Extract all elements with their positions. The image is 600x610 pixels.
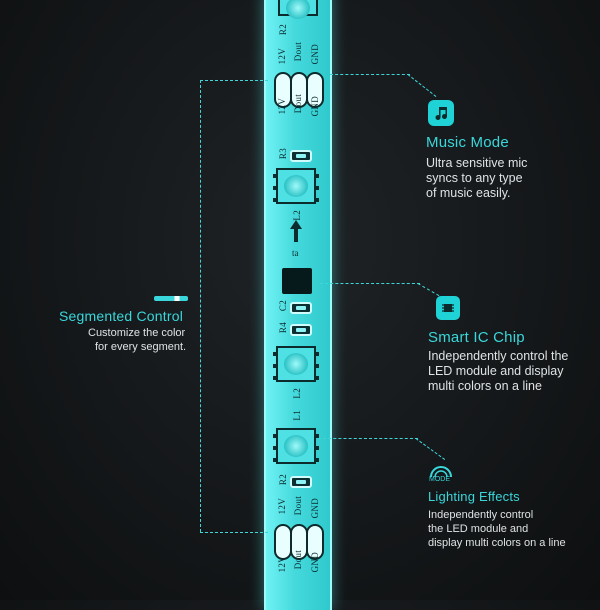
ic-chip-desc-1: Independently control the xyxy=(428,349,569,363)
led-strip: R2 12V Dout GND 12V Dout GND R3 L2 ta C2… xyxy=(264,0,332,610)
resistor-r2 xyxy=(290,476,312,488)
label-dout-mid: Dout xyxy=(293,94,303,114)
segment-bar-icon xyxy=(154,296,188,301)
segment-bracket-top xyxy=(200,80,268,81)
solder-pad-gnd-bottom xyxy=(306,524,324,560)
label-gnd-bottom: GND xyxy=(310,552,320,573)
label-dout-low: Dout xyxy=(293,496,303,516)
music-mode-desc-2: syncs to any type xyxy=(426,171,523,185)
chip-icon xyxy=(436,296,460,320)
resistor-r3 xyxy=(290,150,312,162)
ic-chip-title: Smart IC Chip xyxy=(428,329,525,346)
lighting-effects-desc-2: the LED module and xyxy=(428,523,529,535)
label-12v-low: 12V xyxy=(277,498,287,515)
label-ta: ta xyxy=(292,248,299,258)
label-12v-bottom: 12V xyxy=(277,556,287,573)
resistor-r4 xyxy=(290,324,312,336)
music-connector-h xyxy=(330,74,410,75)
led-module-2 xyxy=(276,346,316,382)
label-12v-mid: 12V xyxy=(277,98,287,115)
capacitor-c2 xyxy=(290,302,312,314)
label-r3: R3 xyxy=(278,148,288,160)
lighting-effects-desc-3: display multi colors on a line xyxy=(428,537,566,549)
arrow-head-icon xyxy=(290,220,302,229)
label-r2-top: R2 xyxy=(278,24,288,36)
lighting-connector-h xyxy=(318,438,418,439)
ic-chip xyxy=(282,268,312,294)
led-module-3 xyxy=(276,428,316,464)
segmented-control-desc-1: Customize the color xyxy=(88,327,186,339)
label-gnd-top: GND xyxy=(310,44,320,65)
label-r2-bottom: R2 xyxy=(278,474,288,486)
label-dout-top: Dout xyxy=(293,42,303,62)
label-r4: R4 xyxy=(278,322,288,334)
music-mode-desc-3: of music easily. xyxy=(426,186,511,200)
lighting-connector-diag xyxy=(415,438,446,460)
segmented-control-title: Segmented Control xyxy=(59,308,184,324)
segment-bracket-side xyxy=(200,80,201,532)
label-gnd-mid: GND xyxy=(310,96,320,117)
arrow-up-icon xyxy=(294,228,298,242)
label-12v-top: 12V xyxy=(277,48,287,65)
label-dout-bottom: Dout xyxy=(293,550,303,570)
label-l1: L1 xyxy=(292,410,302,421)
lighting-effects-desc-1: Independently control xyxy=(428,509,534,521)
label-gnd-low: GND xyxy=(310,498,320,519)
lighting-effects-title: Lighting Effects xyxy=(428,489,520,504)
ic-connector-h xyxy=(320,283,420,284)
label-c2: C2 xyxy=(278,300,288,312)
ic-chip-desc-3: multi colors on a line xyxy=(428,379,542,393)
segment-bracket-bottom xyxy=(200,532,268,533)
music-note-icon xyxy=(428,100,454,126)
mode-gauge-icon: MODE xyxy=(428,464,454,486)
mode-icon-label: MODE xyxy=(429,476,450,483)
music-mode-title: Music Mode xyxy=(426,134,509,151)
music-connector-diag xyxy=(407,74,437,97)
segmented-control-desc-2: for every segment. xyxy=(95,341,187,353)
led-module-top xyxy=(278,0,318,19)
solder-pad-gnd-top xyxy=(306,72,324,108)
led-module-1 xyxy=(276,168,316,204)
ic-chip-desc-2: LED module and display xyxy=(428,364,564,378)
label-l2-lower: L2 xyxy=(292,388,302,399)
music-mode-desc-1: Ultra sensitive mic xyxy=(426,156,528,170)
